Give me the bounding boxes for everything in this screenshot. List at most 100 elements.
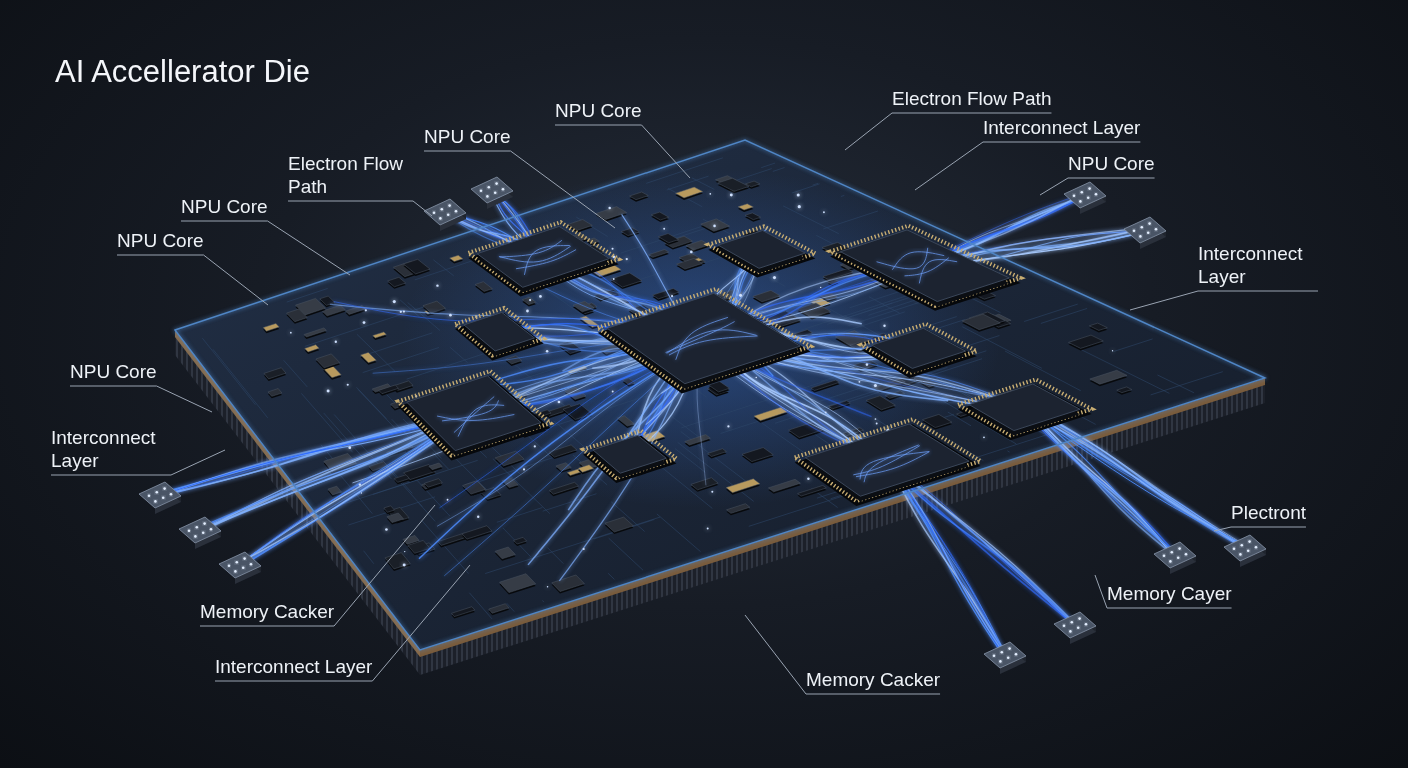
smd-component — [568, 220, 592, 231]
circuit-trace — [1076, 347, 1170, 393]
smd-component — [768, 479, 800, 492]
spark — [713, 225, 716, 228]
smd-component — [726, 479, 760, 493]
spark — [523, 468, 525, 470]
module-light — [1071, 621, 1074, 624]
spark — [613, 278, 615, 280]
module-light — [1255, 546, 1258, 549]
smd-component — [549, 482, 578, 494]
spark — [365, 309, 367, 311]
module-light — [495, 182, 498, 185]
module-light — [194, 535, 197, 538]
spark — [773, 276, 776, 279]
chip-glow-streak — [667, 330, 757, 354]
chip-glow-streak — [666, 322, 735, 353]
chip-shadow — [708, 231, 815, 277]
leader-line — [555, 125, 690, 178]
spark — [798, 205, 801, 208]
core-glow — [402, 168, 1002, 508]
leader-line — [117, 255, 268, 305]
smd-component — [1117, 387, 1132, 393]
spark — [290, 332, 292, 334]
circuit-trace — [823, 211, 878, 229]
smd-component — [452, 607, 475, 617]
spark — [529, 299, 531, 301]
module-light — [1078, 617, 1081, 620]
module-light — [196, 526, 199, 529]
smd-component — [962, 314, 1000, 330]
spark — [883, 325, 885, 327]
module-light — [1178, 547, 1181, 550]
callout-label: Electron Flow Path — [288, 152, 413, 198]
spark — [1112, 350, 1113, 351]
spark — [739, 294, 742, 297]
chip-glow-streak — [458, 405, 504, 437]
smd-component — [263, 323, 279, 331]
npu-chip — [593, 435, 666, 473]
module-light — [1095, 193, 1098, 196]
module-light — [250, 563, 253, 566]
module-light — [148, 495, 151, 498]
module-group — [139, 177, 1266, 674]
callout-label: Memory Cacker — [806, 668, 940, 691]
chip-glow-streak — [524, 246, 569, 275]
module-light — [234, 570, 237, 573]
leader-line — [1130, 291, 1318, 310]
chip-shadow — [583, 436, 676, 484]
smd-component — [605, 517, 634, 532]
module-light — [1088, 187, 1091, 190]
smd-component — [316, 354, 340, 368]
circuit-trace — [1113, 339, 1152, 352]
memory-module — [1224, 535, 1266, 561]
memory-module — [471, 177, 513, 203]
spark — [823, 211, 825, 213]
leader-line — [424, 151, 615, 228]
npu-chip — [969, 384, 1080, 431]
smd-component — [425, 479, 443, 488]
spark — [874, 384, 877, 387]
smd-component — [387, 513, 404, 523]
module-light — [242, 567, 245, 570]
smd-component — [514, 537, 527, 544]
memory-module — [1054, 612, 1096, 638]
circuit-trace — [364, 551, 374, 564]
callout-label: NPU Core — [117, 229, 204, 252]
chip-pins — [861, 324, 977, 373]
spark — [327, 389, 330, 392]
circuit-trace — [1041, 308, 1087, 323]
leader-line — [288, 201, 432, 216]
chip-pins — [830, 226, 1020, 306]
spark — [477, 515, 479, 517]
smd-component — [677, 258, 703, 269]
circuit-trace — [609, 538, 643, 570]
smd-component — [685, 435, 711, 445]
smd-component — [463, 481, 486, 494]
smd-component — [811, 380, 840, 391]
chip-glow-streak — [856, 452, 929, 477]
spark — [820, 287, 821, 288]
chip-glow-streak — [864, 445, 919, 482]
smd-component — [701, 219, 730, 231]
spark — [876, 422, 878, 424]
trace-group — [202, 158, 1222, 619]
module-light — [1163, 555, 1166, 558]
smd-component — [649, 250, 669, 258]
module-light — [999, 660, 1002, 663]
spark — [361, 492, 362, 493]
memory-module — [1124, 217, 1166, 243]
spark — [626, 258, 628, 260]
module-light — [1139, 235, 1142, 238]
smd-component — [630, 192, 649, 200]
spark — [707, 528, 709, 530]
smd-component — [462, 526, 492, 539]
smd-component — [489, 604, 509, 614]
smd-component — [708, 449, 727, 457]
chip-shadow — [398, 376, 551, 460]
leader-line — [181, 221, 350, 275]
smd-component — [1090, 370, 1127, 384]
spark — [671, 295, 673, 297]
module-light — [441, 208, 444, 211]
circuit-trace — [681, 432, 750, 485]
chip-glow-streak — [442, 400, 498, 421]
spark — [558, 401, 561, 404]
